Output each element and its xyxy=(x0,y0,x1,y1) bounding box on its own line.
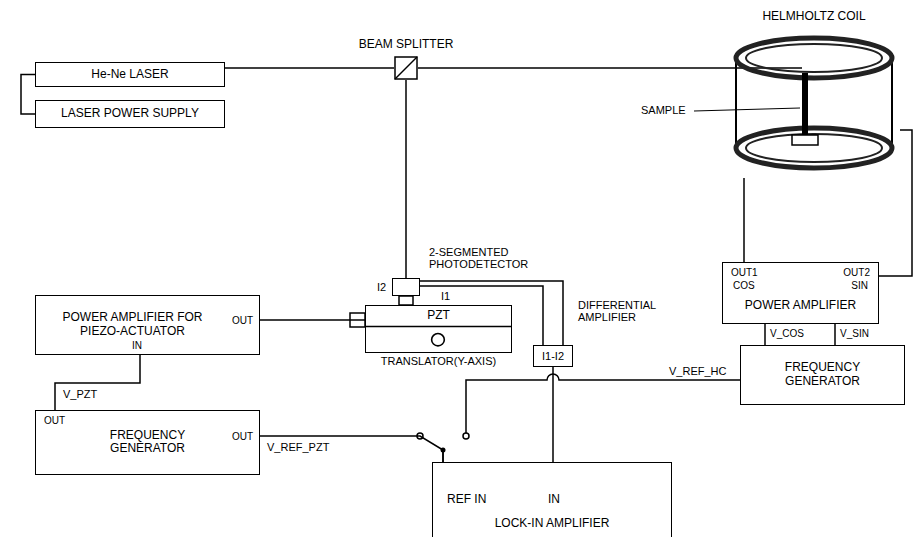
signal-label: V_REF_HC xyxy=(668,365,727,378)
laser-beam xyxy=(225,67,394,69)
pin-label: LOCK-IN AMPLIFIER xyxy=(433,517,671,531)
node-title: BEAM SPLITTER xyxy=(359,38,454,52)
node-title: LASER POWER SUPPLY xyxy=(40,107,220,121)
node-title: FREQUENCY GENERATOR xyxy=(761,361,884,389)
coil-drawing xyxy=(728,28,900,178)
signal-label: V_COS xyxy=(769,328,805,340)
node-title: POWER AMPLIFIER FOR PIEZO-ACTUATOR xyxy=(50,311,215,339)
pin-label: SIN xyxy=(851,280,868,292)
node-title: REF IN xyxy=(447,493,486,507)
signal-wire xyxy=(260,436,443,462)
signal-wire xyxy=(879,130,912,276)
pin-label: OUT xyxy=(44,415,65,427)
node-title: 2-SEGMENTED PHOTODETECTOR xyxy=(429,246,539,271)
pin-label: IN xyxy=(132,340,142,352)
pin-label: COS xyxy=(733,280,755,292)
laser-box: He-Ne LASER xyxy=(35,62,225,87)
frequency-generator-box: FREQUENCY GENERATOR xyxy=(740,345,905,405)
signal-wire xyxy=(55,355,140,410)
pin-label: OUT xyxy=(232,315,253,327)
signal-wire xyxy=(834,324,836,345)
pin-label: OUT xyxy=(232,431,253,443)
signal-wire xyxy=(260,319,365,321)
switch-contact xyxy=(463,433,469,439)
node-title: FREQUENCY GENERATOR xyxy=(76,429,219,457)
pin-label: OUT2 xyxy=(843,267,870,279)
laser-beam xyxy=(405,80,407,278)
detector-mount xyxy=(399,296,413,305)
signal-wire xyxy=(552,367,554,462)
pin-label: IN xyxy=(548,493,560,507)
node-title: He-Ne LASER xyxy=(40,68,220,82)
signal-label: I2 xyxy=(376,281,387,294)
signal-label: V_PZT xyxy=(62,388,98,401)
signal-label: I1 xyxy=(440,290,451,303)
differential-amplifier: I1-I2DIFFERENTIAL AMPLIFIER xyxy=(533,345,573,367)
node-title: POWER AMPLIFIER xyxy=(723,299,878,313)
node-title: I1-I2 xyxy=(538,350,568,363)
sample-leader xyxy=(694,108,800,111)
signal-wire xyxy=(743,178,745,262)
node-title: PZT xyxy=(366,309,511,323)
signal-label: V_REF_PZT xyxy=(266,441,330,454)
pin-label: TRANSLATOR(Y-AXIS) xyxy=(381,355,496,368)
lock-in-amplifier-box: REF IN IN LOCK-IN AMPLIFIER xyxy=(432,462,672,537)
pzt-translator: PZTTRANSLATOR(Y-AXIS) xyxy=(365,305,512,353)
power-amplifier-box: POWER AMPLIFIER OUT1COS OUT2SIN xyxy=(722,262,879,324)
photodetector: 2-SEGMENTED PHOTODETECTOR xyxy=(392,278,420,296)
part-label: SAMPLE xyxy=(640,104,687,117)
laser-beam xyxy=(21,75,35,115)
signal-wire xyxy=(443,374,740,462)
power-supply-box: LASER POWER SUPPLY xyxy=(35,100,225,128)
pin-label: DIFFERENTIAL AMPLIFIER xyxy=(578,299,678,324)
beam-splitter: BEAM SPLITTER xyxy=(394,56,418,80)
piezo-amplifier-box: POWER AMPLIFIER FOR PIEZO-ACTUATOR OUT IN xyxy=(35,295,260,355)
laser-beam xyxy=(418,67,728,69)
helmholtz-coil: HELMHOLTZ COIL xyxy=(728,28,900,178)
signal-wire xyxy=(764,324,766,345)
pin-label: OUT1 xyxy=(731,267,758,279)
node-title: HELMHOLTZ COIL xyxy=(762,10,865,24)
frequency-generator-box: FREQUENCY GENERATOR OUT OUT xyxy=(35,410,260,475)
beam-splitter-cube xyxy=(394,56,418,80)
signal-label: V_SIN xyxy=(839,328,870,340)
